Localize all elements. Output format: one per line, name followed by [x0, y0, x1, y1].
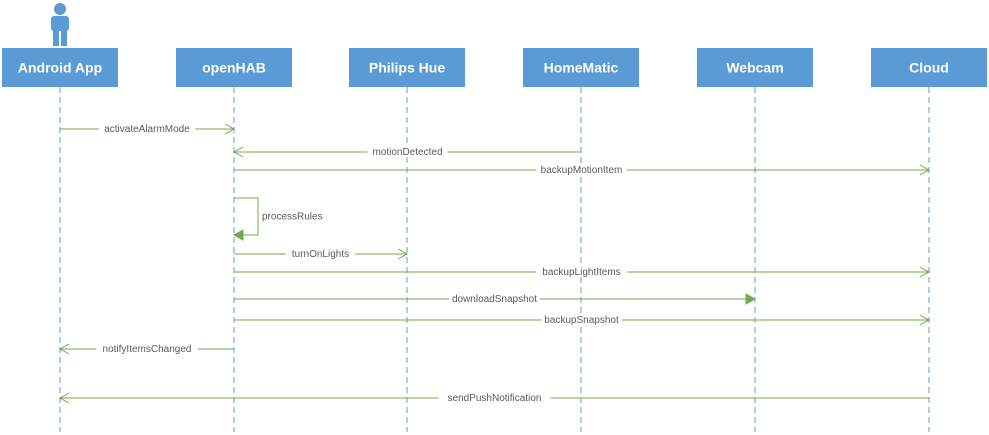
message-label-bg: [536, 267, 627, 277]
message-backupMotionItem: backupMotionItem: [234, 164, 931, 176]
message-downloadSnapshot: downloadSnapshot: [234, 293, 757, 305]
arrowhead-filled: [745, 293, 757, 305]
message-notifyItemsChanged: notifyItemsChanged: [58, 343, 234, 355]
actor-openhab: openHAB: [176, 48, 292, 87]
arrowhead-open: [919, 266, 931, 278]
message-label: activateAlarmMode: [104, 124, 190, 135]
message-activateAlarmMode: activateAlarmMode: [60, 123, 236, 135]
arrowhead-open: [224, 123, 236, 135]
actor-label: Android App: [18, 60, 102, 76]
message-label: turnOnLights: [292, 249, 349, 260]
message-backupSnapshot: backupSnapshot: [234, 314, 931, 326]
message-label-bg: [285, 249, 356, 259]
user-left-leg: [53, 29, 59, 46]
arrowhead-open: [919, 314, 931, 326]
actor-box: [2, 48, 118, 87]
message-label-bg: [367, 147, 448, 157]
message-label: processRules: [262, 212, 323, 223]
user-torso: [51, 16, 69, 31]
actor-hue: Philips Hue: [349, 48, 465, 87]
message-label-bg: [438, 393, 551, 403]
actor-homematic: HomeMatic: [523, 48, 639, 87]
user-head: [54, 3, 66, 15]
message-label: backupLightItems: [542, 267, 620, 278]
message-label-bg: [98, 124, 196, 134]
actor-cloud: Cloud: [871, 48, 987, 87]
message-label-bg: [449, 294, 540, 304]
message-label: sendPushNotification: [448, 393, 542, 404]
message-motionDetected: motionDetected: [232, 146, 581, 158]
actor-box: [349, 48, 465, 87]
actor-label: openHAB: [202, 60, 266, 76]
message-backupLightItems: backupLightItems: [234, 266, 931, 278]
arrowhead-open: [58, 392, 70, 404]
user-right-leg: [61, 29, 67, 46]
actor-box: [523, 48, 639, 87]
actor-box: [871, 48, 987, 87]
arrowhead-open: [58, 343, 70, 355]
arrowhead-open: [397, 248, 409, 260]
message-processRules: processRules: [232, 197, 323, 241]
message-turnOnLights: turnOnLights: [234, 248, 409, 260]
actor-webcam: Webcam: [697, 48, 813, 87]
message-label-bg: [96, 344, 198, 354]
message-line: [234, 197, 259, 236]
message-label-bg: [536, 165, 627, 175]
message-label-bg: [541, 315, 622, 325]
actor-label: Webcam: [726, 60, 783, 76]
arrowhead-filled: [232, 229, 244, 241]
message-label: downloadSnapshot: [452, 294, 537, 305]
actor-android: Android App: [2, 48, 118, 87]
actor-label: HomeMatic: [544, 60, 619, 76]
message-label: motionDetected: [372, 147, 442, 158]
arrowhead-open: [919, 164, 931, 176]
arrowhead-open: [232, 146, 244, 158]
actor-box: [176, 48, 292, 87]
message-label: backupMotionItem: [541, 165, 623, 176]
actor-label: Cloud: [909, 60, 949, 76]
actor-label: Philips Hue: [369, 60, 445, 76]
message-label: notifyItemsChanged: [103, 344, 192, 355]
message-label: backupSnapshot: [544, 315, 619, 326]
user-figure-icon: [51, 3, 69, 46]
actor-box: [697, 48, 813, 87]
message-sendPushNotification: sendPushNotification: [58, 392, 929, 404]
